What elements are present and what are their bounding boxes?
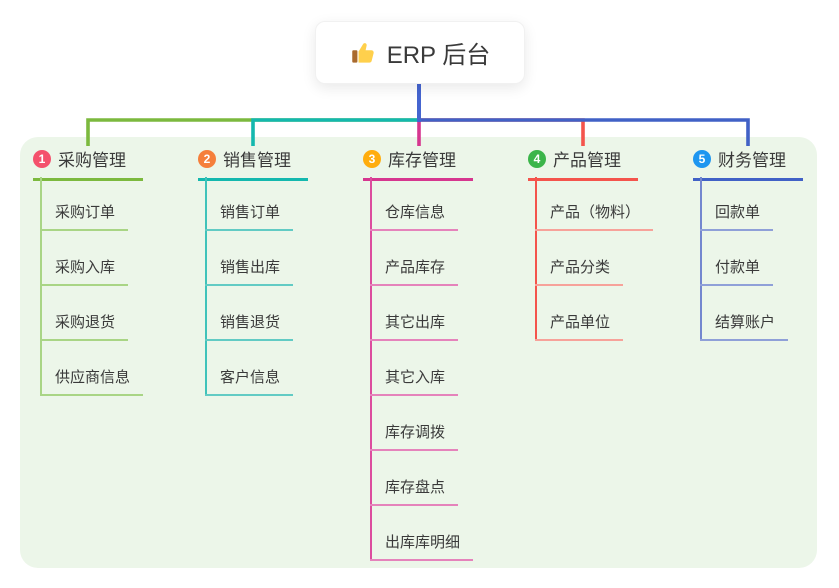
child-node[interactable]: 产品（物料） [535,201,654,231]
branch-spine-line [205,177,207,396]
root-node[interactable]: ERP 后台 [315,21,525,84]
branch-title[interactable]: 4 产品管理 [528,146,638,181]
branch-3: 3 库存管理仓库信息产品库存其它出库其它入库库存调拨库存盘点出库库明细 [363,146,523,561]
root-title: ERP 后台 [386,42,491,69]
branch-spine-line [370,177,372,561]
branch-2: 2 销售管理销售订单销售出库销售退货客户信息 [198,146,358,396]
branch-title[interactable]: 5 财务管理 [693,146,803,181]
child-node[interactable]: 其它出库 [370,311,459,341]
child-node[interactable]: 结算账户 [700,311,789,341]
child-node[interactable]: 出库库明细 [370,531,474,561]
child-node[interactable]: 产品库存 [370,256,459,286]
child-node[interactable]: 产品分类 [535,256,624,286]
branch-number-badge: 1 [33,149,51,168]
branch-title-label: 库存管理 [388,151,456,170]
branch-5: 5 财务管理回款单付款单结算账户 [693,146,839,341]
branch-number-badge: 4 [528,149,546,168]
branch-title[interactable]: 2 销售管理 [198,146,308,181]
branch-title[interactable]: 3 库存管理 [363,146,473,181]
branch-number-badge: 5 [693,149,711,168]
child-node[interactable]: 库存盘点 [370,476,459,506]
branch-title-label: 产品管理 [553,151,621,170]
branch-spine-line [535,177,537,341]
branch-number-badge: 3 [363,149,381,168]
branch-spine-line [40,177,42,396]
child-node[interactable]: 付款单 [700,256,774,286]
child-node[interactable]: 库存调拨 [370,421,459,451]
child-node[interactable]: 供应商信息 [40,366,144,396]
child-node[interactable]: 产品单位 [535,311,624,341]
child-node[interactable]: 仓库信息 [370,201,459,231]
thumbs-up-icon [350,39,377,66]
branch-title-label: 销售管理 [223,151,291,170]
branch-title[interactable]: 1 采购管理 [33,146,143,181]
branches-panel [20,137,817,568]
branch-4: 4 产品管理产品（物料） 产品分类产品单位 [528,146,688,341]
branch-spine-line [700,177,702,341]
child-node[interactable]: 销售出库 [205,256,294,286]
child-node[interactable]: 采购入库 [40,256,129,286]
child-node[interactable]: 采购订单 [40,201,129,231]
child-node[interactable]: 回款单 [700,201,774,231]
child-node[interactable]: 销售订单 [205,201,294,231]
child-node[interactable]: 销售退货 [205,311,294,341]
branch-title-label: 财务管理 [718,151,786,170]
child-node[interactable]: 其它入库 [370,366,459,396]
child-node[interactable]: 客户信息 [205,366,294,396]
branch-1: 1 采购管理采购订单采购入库采购退货供应商信息 [33,146,193,396]
branch-number-badge: 2 [198,149,216,168]
child-node[interactable]: 采购退货 [40,311,129,341]
branch-title-label: 采购管理 [58,151,126,170]
